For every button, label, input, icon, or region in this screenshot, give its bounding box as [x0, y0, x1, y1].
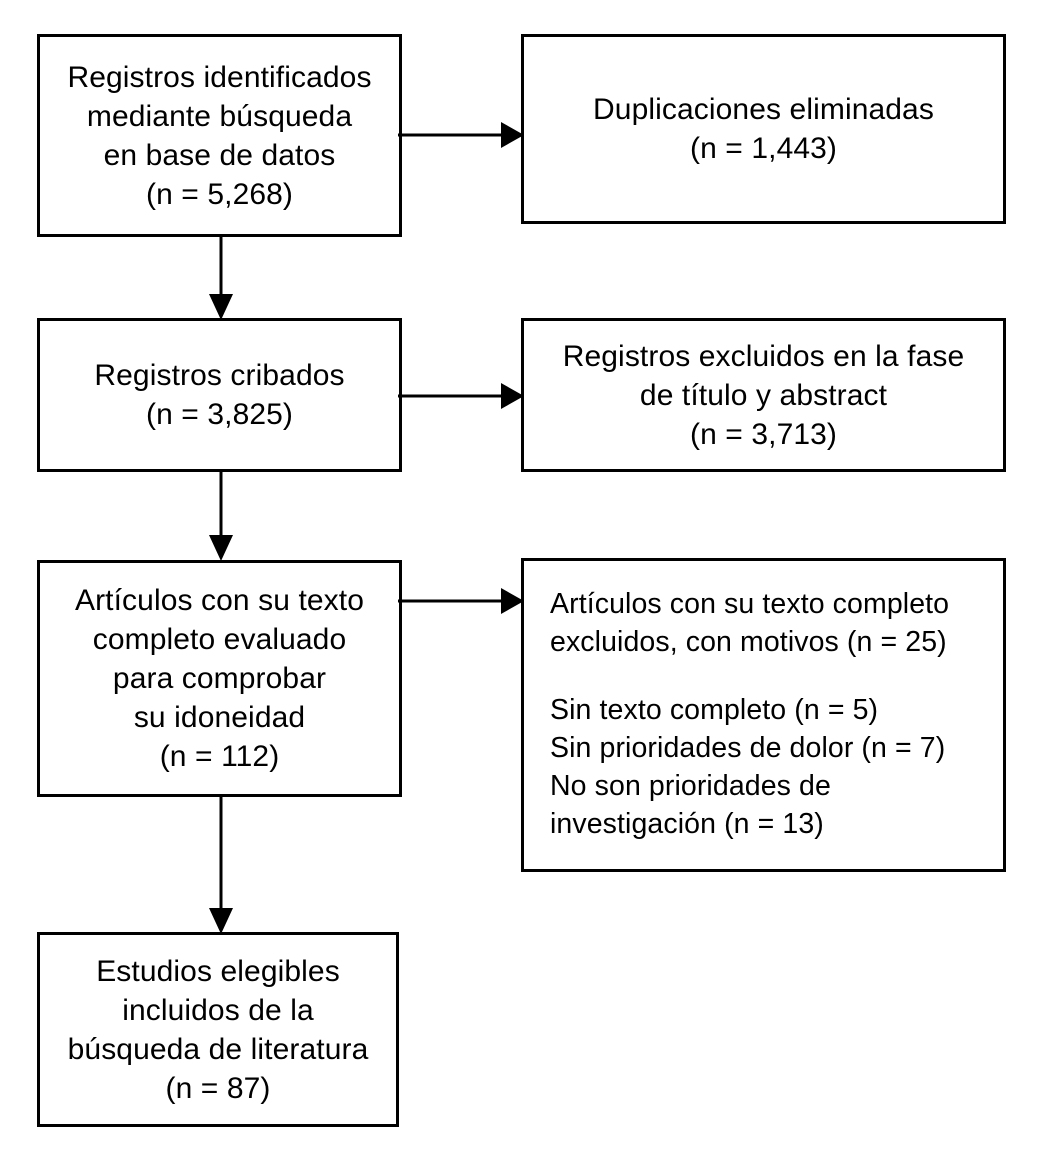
- box-line: incluidos de la: [122, 993, 314, 1027]
- exclusion-reason-line: Sin prioridades de dolor (n = 7): [550, 732, 946, 764]
- box-line: Registros cribados: [94, 359, 345, 392]
- box-fulltext-articles-assessed: Artículos con su texto completo evaluado…: [37, 560, 402, 797]
- box-line: Registros identificados: [67, 60, 372, 94]
- box-records-excluded-title-abstract: Registros excluidos en la fase de título…: [521, 318, 1006, 472]
- box-header-line: Artículos con su texto completo: [550, 588, 950, 621]
- box-line: mediante búsqueda: [86, 99, 353, 133]
- box-line: para comprobar: [112, 662, 327, 695]
- box-studies-included: Estudios elegibles incluidos de la búsqu…: [37, 932, 399, 1127]
- box-line: Artículos con su texto: [74, 584, 364, 617]
- box-count-line: (n = 5,268): [145, 177, 294, 211]
- box-records-screened: Registros cribados (n = 3,825): [37, 318, 402, 472]
- box-count-line: (n = 1,443): [689, 132, 838, 165]
- box-fulltext-articles-excluded: Artículos con su texto completo excluido…: [521, 558, 1006, 872]
- box-records-identified: Registros identificados mediante búsqued…: [37, 34, 402, 237]
- box-count-line: (n = 87): [165, 1071, 271, 1105]
- box-line: Registros excluidos en la fase: [562, 339, 965, 373]
- box-line: de título y abstract: [639, 378, 888, 412]
- exclusion-reason-line: No son prioridades de: [550, 769, 831, 802]
- arrow-identified-to-duplicates-icon: [398, 120, 524, 150]
- box-line: completo evaluado: [92, 623, 347, 656]
- box-header-line: excluidos, con motivos (n = 25): [550, 626, 947, 659]
- arrow-identified-to-screened-icon: [206, 234, 236, 320]
- arrow-fulltext-to-included-icon: [206, 794, 236, 934]
- exclusion-reason-line: investigación (n = 13): [550, 807, 824, 840]
- arrow-fulltext-to-excluded-fulltext-icon: [398, 586, 524, 616]
- box-duplicates-removed: Duplicaciones eliminadas (n = 1,443): [521, 34, 1006, 224]
- box-count-line: (n = 3,713): [689, 417, 838, 451]
- box-line: Duplicaciones eliminadas: [593, 93, 934, 126]
- box-count-line: (n = 112): [159, 740, 280, 773]
- box-line-spacer: [550, 662, 989, 692]
- box-line: su idoneidad: [133, 701, 306, 734]
- box-line: Estudios elegibles: [96, 954, 340, 988]
- exclusion-reason-line: Sin texto completo (n = 5): [550, 694, 879, 727]
- box-line: en base de datos: [103, 138, 336, 172]
- box-line: búsqueda de literatura: [67, 1032, 369, 1066]
- box-count-line: (n = 3,825): [145, 398, 294, 431]
- arrow-screened-to-excluded-title-abstract-icon: [398, 381, 524, 411]
- arrow-screened-to-fulltext-icon: [206, 469, 236, 561]
